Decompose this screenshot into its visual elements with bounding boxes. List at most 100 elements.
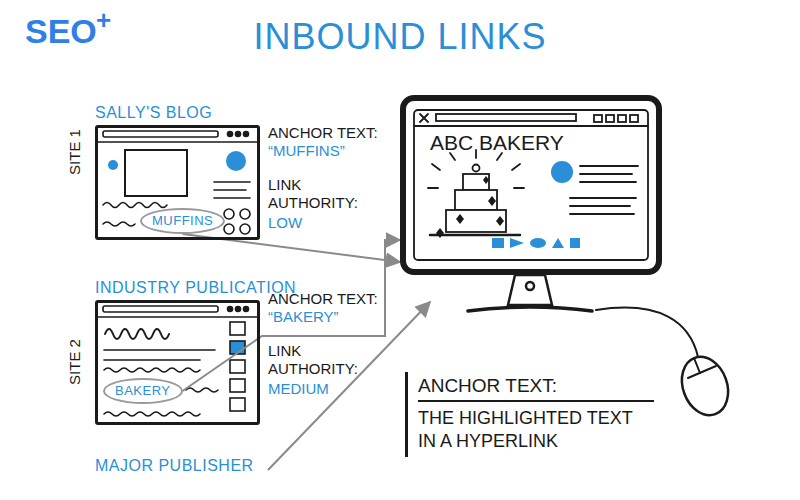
site-window-art <box>224 209 234 219</box>
site-window-art <box>228 307 233 312</box>
logo-mark: + <box>96 6 111 34</box>
site-window-art <box>236 132 241 137</box>
cake-drawing <box>428 150 580 248</box>
monitor-stand-and-mouse <box>596 308 698 357</box>
site-window-art <box>104 412 200 416</box>
monitor-stand-and-mouse <box>508 275 552 305</box>
cake-drawing <box>428 187 438 189</box>
cake-drawing <box>497 153 502 160</box>
monitor-screen-art <box>551 161 573 183</box>
definition-note: ANCHOR TEXT: THE HIGHLIGHTED TEXT IN A HY… <box>405 372 660 457</box>
monitor-stand-and-mouse <box>694 358 700 373</box>
field-value: “MUFFINS” <box>268 142 345 160</box>
box-heading: ANCHOR TEXT: <box>418 374 654 402</box>
site-window-art <box>236 307 241 312</box>
site-window-art <box>103 131 218 137</box>
cake-drawing <box>570 238 580 248</box>
field-name: LINK AUTHORITY: <box>268 176 368 212</box>
site-window-art <box>103 203 167 208</box>
monitor-screen-art <box>570 213 634 215</box>
monitor-screen-art <box>414 125 648 127</box>
site-window-art <box>103 222 135 226</box>
site-tag: SITE 2 <box>66 339 84 385</box>
cake-drawing <box>496 216 504 226</box>
site-window-art <box>104 349 215 351</box>
monitor-screen-art <box>420 114 428 122</box>
monitor-screen-art <box>570 197 636 199</box>
browser-window: INDUSTRY PUBLICATIONBAKERY <box>95 300 260 425</box>
cake-drawing <box>512 164 520 170</box>
site-window-art <box>125 150 187 196</box>
box-body: THE HIGHLIGHTED TEXT IN A HYPERLINK <box>418 407 654 453</box>
cake-drawing <box>492 238 504 248</box>
site-window-art <box>230 322 245 335</box>
site-window-art <box>230 398 245 411</box>
diagram-title: INBOUND LINKS <box>0 16 800 58</box>
site-tag: SITE 1 <box>66 129 84 175</box>
anchor-highlight: MUFFINS <box>140 208 225 234</box>
site-window-art <box>98 306 257 416</box>
site-window-art <box>108 160 118 170</box>
site-window-art <box>105 329 169 339</box>
cake-drawing <box>432 164 440 170</box>
site-window-art <box>214 197 250 199</box>
box-heading: INDUSTRY PUBLICATION <box>95 278 257 298</box>
cake-drawing <box>483 176 489 184</box>
logo-text: SEO <box>25 12 97 50</box>
monitor-screen-art <box>618 115 626 122</box>
site-window-art <box>98 141 257 143</box>
site-window-art <box>244 307 249 312</box>
cake-drawing <box>463 174 489 190</box>
field-value: LOW <box>268 214 302 232</box>
box-heading: MUFFINS <box>152 213 213 229</box>
cake-drawing <box>455 190 497 210</box>
box-heading: SALLY'S BLOG <box>95 103 257 123</box>
monitor-screen-art <box>630 115 638 122</box>
monitor-stand-and-mouse <box>468 307 592 311</box>
monitor-screen-art <box>580 173 632 175</box>
cake-drawing <box>430 234 520 237</box>
site-window-art <box>230 360 245 373</box>
site-window-art <box>104 368 200 372</box>
field-name: ANCHOR TEXT: <box>268 124 378 142</box>
monitor-stand-and-mouse <box>674 350 736 421</box>
site-window-art <box>240 209 250 219</box>
cake-drawing <box>436 228 444 238</box>
site-window-art <box>104 359 200 361</box>
cake-drawing <box>446 210 506 232</box>
site-window-art <box>240 224 250 234</box>
link-arrow <box>183 240 400 391</box>
site-window-art <box>226 151 246 171</box>
monitor-screen-art <box>436 114 576 121</box>
site-window-art <box>98 131 257 234</box>
cake-drawing <box>510 238 524 248</box>
cake-drawing <box>488 196 496 206</box>
box-heading: BAKERY <box>115 383 171 399</box>
cake-drawing <box>450 153 455 160</box>
monitor-screen-art <box>580 181 636 183</box>
cake-drawing <box>530 238 546 248</box>
site-heading: MAJOR PUBLISHER <box>95 456 254 476</box>
site-window-art <box>98 316 257 318</box>
site-window-art <box>228 132 233 137</box>
monitor-stand-and-mouse <box>526 282 534 290</box>
cake-drawing <box>552 238 564 248</box>
site-window-art <box>186 388 218 392</box>
browser-window: SALLY'S BLOGMUFFINS <box>95 125 260 240</box>
field-name: LINK AUTHORITY: <box>268 342 368 378</box>
anchor-highlight: BAKERY <box>103 378 183 404</box>
monitor-screen-art <box>606 115 614 122</box>
site-window-art <box>244 132 249 137</box>
site-window-art <box>214 181 250 183</box>
cake-drawing <box>456 214 464 224</box>
monitor-screen: ABC BAKERY <box>400 95 662 275</box>
box-heading: ABC BAKERY <box>430 131 656 155</box>
site-window-art <box>214 189 246 191</box>
site-window-art <box>230 379 245 392</box>
site-window-art <box>103 306 218 312</box>
monitor-screen-art <box>420 114 428 122</box>
field-name: ANCHOR TEXT: <box>268 290 378 308</box>
site-window-art <box>224 224 234 234</box>
